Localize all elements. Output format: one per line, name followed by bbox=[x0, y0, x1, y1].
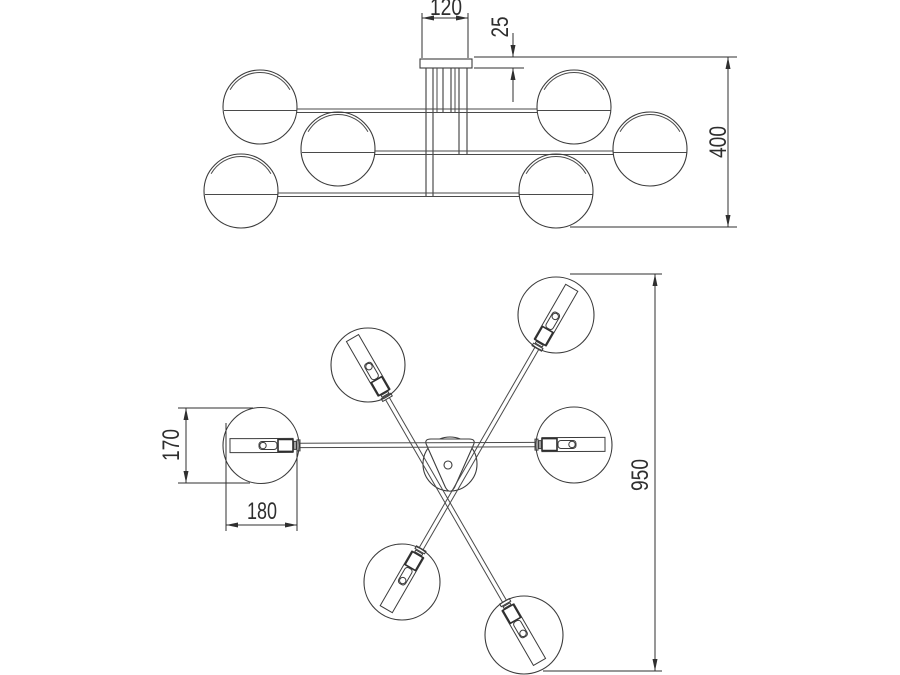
globe-lower-left bbox=[203, 153, 279, 229]
plan-globes bbox=[222, 276, 613, 675]
dimension-label-120: 120 bbox=[430, 0, 462, 21]
globe-lower-right bbox=[518, 153, 594, 229]
globe-upper-right bbox=[536, 69, 612, 145]
plan-globe-left bbox=[222, 406, 300, 485]
dimension-label-180: 180 bbox=[247, 498, 277, 525]
dimension-label-950: 950 bbox=[627, 459, 654, 491]
canopy bbox=[422, 436, 478, 492]
globe-upper-left bbox=[222, 69, 298, 145]
plan-view: 170 180 950 bbox=[158, 273, 662, 675]
canopy-triangle bbox=[425, 438, 475, 492]
plan-globe-bottom-left bbox=[363, 543, 441, 621]
globe-middle-right bbox=[612, 111, 688, 187]
dimension-label-25: 25 bbox=[487, 17, 514, 38]
dimension-120: 120 bbox=[421, 0, 469, 58]
dimension-label-170: 170 bbox=[158, 429, 185, 461]
rod-diagonal-1 bbox=[345, 333, 547, 667]
ceiling-plate bbox=[419, 58, 473, 69]
rod-horizontal bbox=[229, 436, 606, 454]
globe-middle-left bbox=[300, 111, 376, 187]
plan-globe-bottom-right bbox=[484, 595, 564, 675]
plan-globe-right bbox=[535, 406, 613, 484]
dimension-25: 25 bbox=[474, 17, 737, 102]
dimension-label-400: 400 bbox=[705, 126, 732, 158]
canopy-hole bbox=[443, 460, 453, 470]
rod-diagonal-2 bbox=[379, 283, 579, 614]
dimension-170: 170 bbox=[158, 407, 253, 484]
stem-rods bbox=[425, 68, 468, 196]
dimension-950: 950 bbox=[543, 273, 662, 672]
elevation-view: 120 25 400 bbox=[203, 0, 737, 229]
plan-globe-top-middle bbox=[330, 327, 406, 403]
plan-globe-top-right bbox=[517, 276, 595, 354]
dimension-180: 180 bbox=[225, 423, 298, 531]
dimension-400: 400 bbox=[570, 57, 737, 228]
elevation-globes bbox=[203, 69, 688, 229]
